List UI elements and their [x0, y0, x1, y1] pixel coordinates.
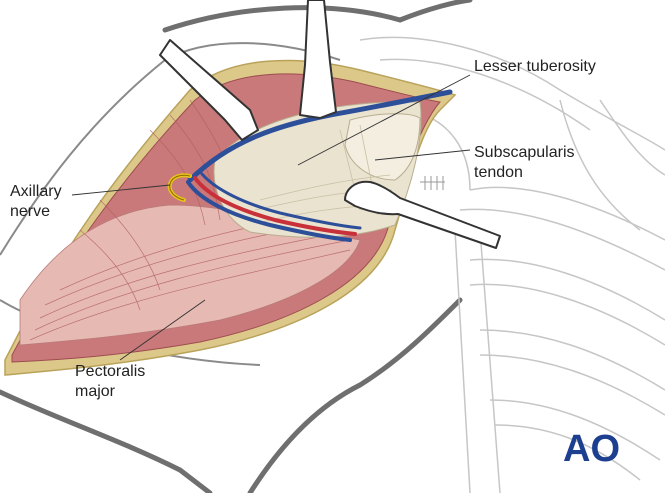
- label-pectoralis-major: Pectoralis major: [75, 362, 145, 402]
- leader-lesser-tuberosity: [297, 74, 471, 166]
- ao-logo-text: AO: [563, 428, 620, 468]
- label-subscapularis-tendon: Subscapularis tendon: [474, 143, 575, 183]
- label-subscapularis-line1: Subscapularis: [474, 144, 575, 161]
- body-outline: [0, 0, 473, 493]
- label-subscapularis-line2: tendon: [474, 164, 523, 181]
- muscle-fibers: [29, 99, 351, 341]
- leader-axillary-nerve: [71, 184, 171, 196]
- neurovascular-bundle: [186, 172, 362, 242]
- skeleton-outline: [359, 36, 665, 493]
- label-pectoralis-line1: Pectoralis: [75, 363, 146, 380]
- suture-marks: [420, 176, 445, 190]
- label-axillary-nerve: Axillary nerve: [10, 182, 62, 222]
- pectoralis-major-muscle: [19, 204, 361, 346]
- label-pectoralis-line2: major: [75, 383, 116, 400]
- label-lesser-tuberosity-text: Lesser tuberosity: [474, 58, 596, 75]
- leader-pectoralis: [119, 299, 206, 361]
- ao-logo: AO: [563, 428, 620, 468]
- label-axillary-line2: nerve: [10, 203, 51, 220]
- retractor-left: [159, 39, 259, 141]
- retractor-top: [299, 0, 337, 119]
- label-axillary-line1: Axillary: [10, 183, 62, 200]
- leader-lines: [71, 74, 471, 361]
- axillary-nerve-outline: [169, 174, 191, 201]
- leader-subscapularis: [374, 149, 471, 161]
- retractor-right: [344, 180, 501, 249]
- label-lesser-tuberosity: Lesser tuberosity: [474, 57, 596, 77]
